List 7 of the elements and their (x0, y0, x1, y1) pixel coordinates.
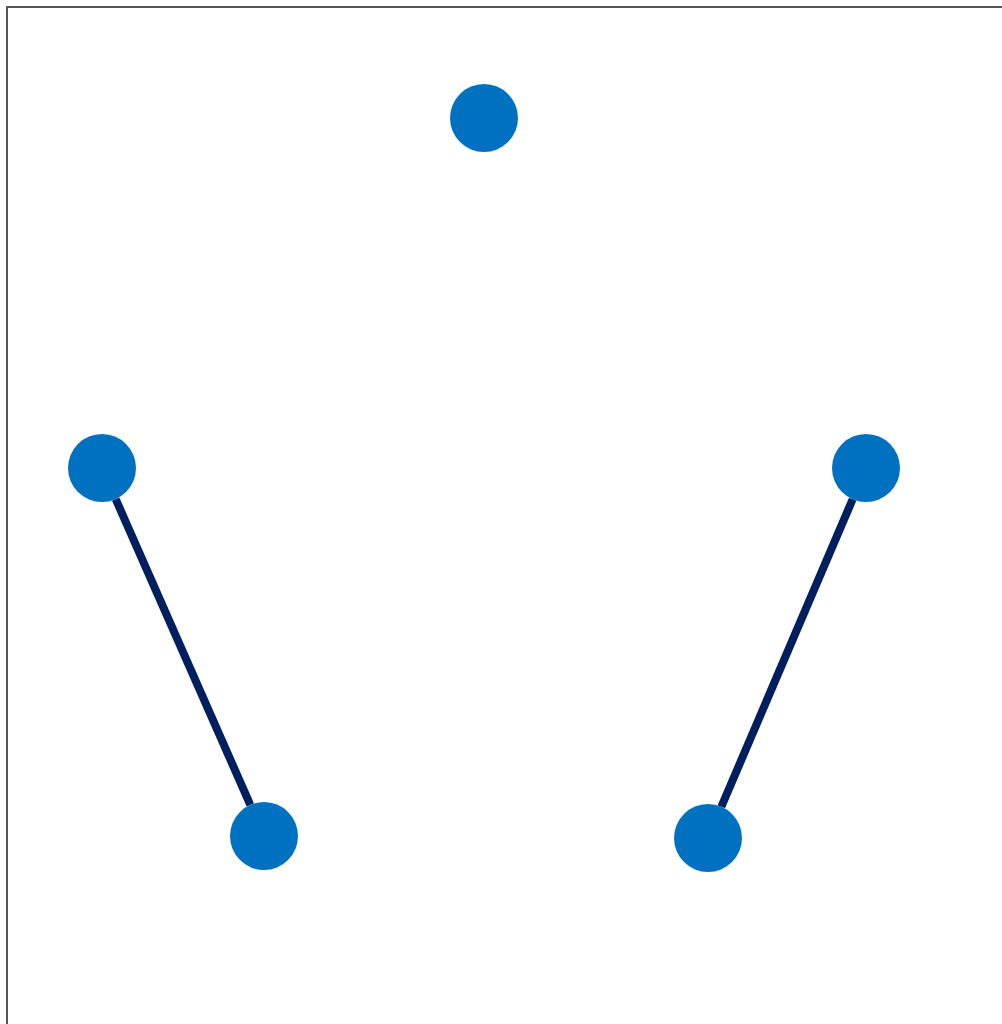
circle-node (450, 84, 518, 152)
circle-node (832, 434, 900, 502)
connector-line (717, 497, 857, 809)
circle-node (674, 804, 742, 872)
circle-node (68, 434, 136, 502)
circle-node (230, 802, 298, 870)
connector-line (112, 497, 254, 807)
